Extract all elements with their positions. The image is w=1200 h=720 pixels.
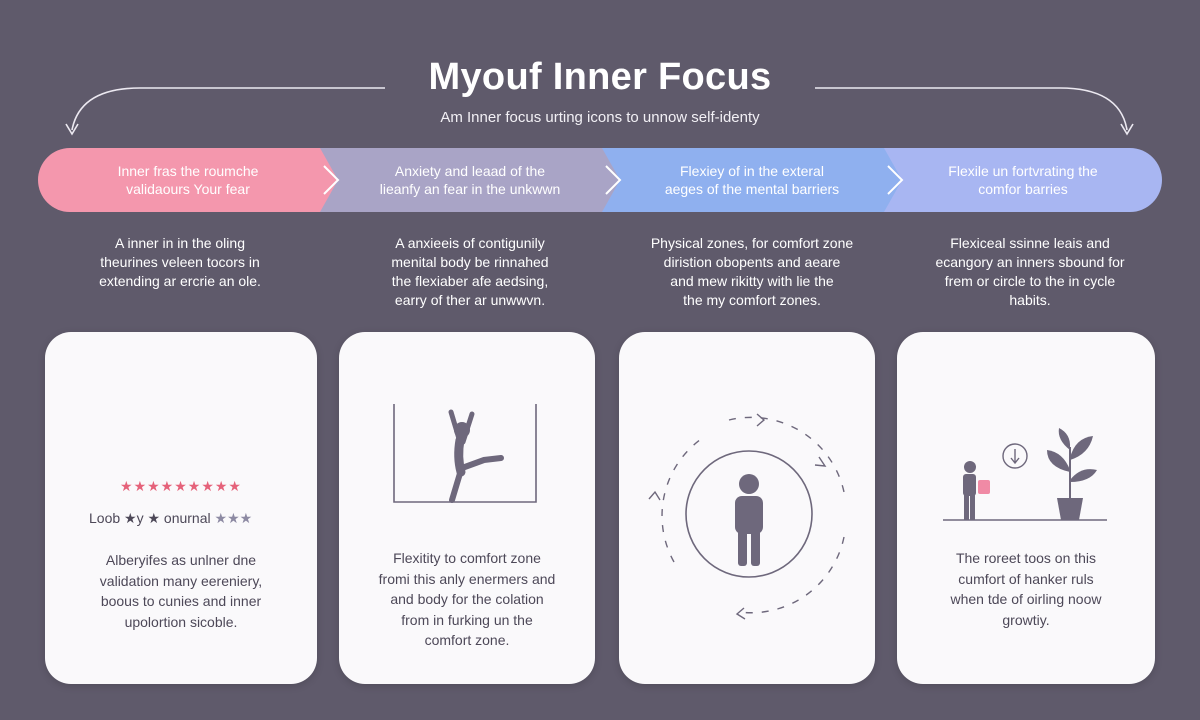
stage-1-description: A inner in in the oling theurines veleen… xyxy=(55,234,305,291)
card-line: when tde of oirling noow xyxy=(950,591,1102,607)
card-2-text: Flexitity to comfort zone fromi this anl… xyxy=(339,548,595,651)
desc-line: diristion obopents and aeare xyxy=(663,254,841,270)
card-flexibility: Flexitity to comfort zone fromi this anl… xyxy=(339,332,595,684)
chevron-right-icon xyxy=(887,165,904,195)
card-line: upolortion sicoble. xyxy=(124,613,238,630)
stage-1-line-1: Inner fras the roumche xyxy=(117,163,259,179)
desc-line: earry of ther ar unwwvn. xyxy=(394,292,546,308)
card-line: The roreet toos on this xyxy=(955,550,1097,566)
desc-line: theurines veleen tocors in xyxy=(100,254,260,270)
card-line: growtiy. xyxy=(1002,611,1050,628)
desc-line: A inner in in the oling xyxy=(115,235,245,251)
desc-line: A anxieeis of contigunily xyxy=(395,235,545,251)
desc-line: Flexiceal ssinne leais and xyxy=(950,235,1110,251)
stars-rating-icon: ★★★★★★★★★ xyxy=(120,478,242,494)
card-1-text: Alberyifes as unlner dne validation many… xyxy=(45,550,317,632)
chevron-right-icon xyxy=(323,165,340,195)
card-comfort-zone xyxy=(619,332,875,684)
stage-3-line-2: aeges of the mental barriers xyxy=(664,181,840,197)
page-subtitle: Am Inner focus urting icons to unnow sel… xyxy=(440,109,760,126)
card-line: boous to cunies and inner xyxy=(100,593,262,609)
chevron-right-icon xyxy=(605,165,622,195)
card-line: comfort zone. xyxy=(424,632,510,648)
stage-4: Flexile un fortvrating the comfor barrie… xyxy=(884,148,1162,212)
stage-2-line-1: Anxiety and leaad of the xyxy=(394,163,546,179)
page-title: Myouf Inner Focus xyxy=(428,56,772,98)
stage-2: Anxiety and leaad of the lieanfy an fear… xyxy=(320,148,620,212)
card-line: Alberyifes as unlner dne xyxy=(105,552,257,568)
desc-line: the my comfort zones. xyxy=(683,292,821,308)
desc-line: extending ar ercrie an ole. xyxy=(99,273,261,289)
card-line: Flexitity to comfort zone xyxy=(393,550,541,566)
stage-3: Flexiey of in the exteral aeges of the m… xyxy=(602,148,902,212)
card-line: fromi this anly enermers and xyxy=(378,570,556,587)
rating-stars: ★★★ xyxy=(214,510,253,526)
rating-line: Loob ★y ★ onurnal ★★★ xyxy=(89,510,252,527)
rating-label: Loob ★y ★ onurnal xyxy=(89,510,211,526)
desc-line: and mew rikitty with lie the xyxy=(670,273,834,289)
stage-3-description: Physical zones, for comfort zone diristi… xyxy=(612,234,892,310)
leaping-figure-icon xyxy=(393,404,537,503)
person-and-plant-icon xyxy=(943,428,1107,521)
card-growth-habits: The roreet toos on this cumfort of hanke… xyxy=(897,332,1155,684)
header: Myouf Inner Focus Am Inner focus urting … xyxy=(0,56,1200,126)
card-line: validation many eereniery, xyxy=(99,572,263,589)
stage-4-description: Flexiceal ssinne leais and ecangory an i… xyxy=(905,234,1155,310)
stage-1: Inner fras the roumche validaours Your f… xyxy=(38,148,338,212)
stage-progress-bar: Inner fras the roumche validaours Your f… xyxy=(38,148,1162,212)
stage-4-line-1: Flexile un fortvrating the xyxy=(948,163,1098,179)
stage-2-description: A anxieeis of contigunily menital body b… xyxy=(345,234,595,310)
card-validation: ★★★★★★★★★ Loob ★y ★ onurnal ★★★ Alberyif… xyxy=(45,332,317,684)
desc-line: frem or circle to the in cycle xyxy=(944,273,1116,289)
desc-line: Physical zones, for comfort zone xyxy=(650,235,854,251)
card-line: cumfort of hanker ruls xyxy=(958,570,1094,587)
desc-line: ecangory an inners sbound for xyxy=(935,254,1125,270)
card-4-text: The roreet toos on this cumfort of hanke… xyxy=(897,548,1155,630)
card-line: from in furking un the xyxy=(401,611,533,628)
desc-line: menital body be rinnahed xyxy=(391,254,549,270)
stage-2-line-2: lieanfy an fear in the unkwwn xyxy=(379,181,561,197)
desc-line: habits. xyxy=(1009,292,1051,308)
desc-line: the flexiaber afe aedsing, xyxy=(391,273,549,289)
card-line: and body for the colation xyxy=(390,591,544,607)
person-in-circle-cycle-icon xyxy=(648,413,845,620)
stage-3-line-1: Flexiey of in the exteral xyxy=(680,163,824,179)
stage-1-line-2: validaours Your fear xyxy=(126,181,250,197)
stage-4-line-2: comfor barries xyxy=(978,181,1068,197)
